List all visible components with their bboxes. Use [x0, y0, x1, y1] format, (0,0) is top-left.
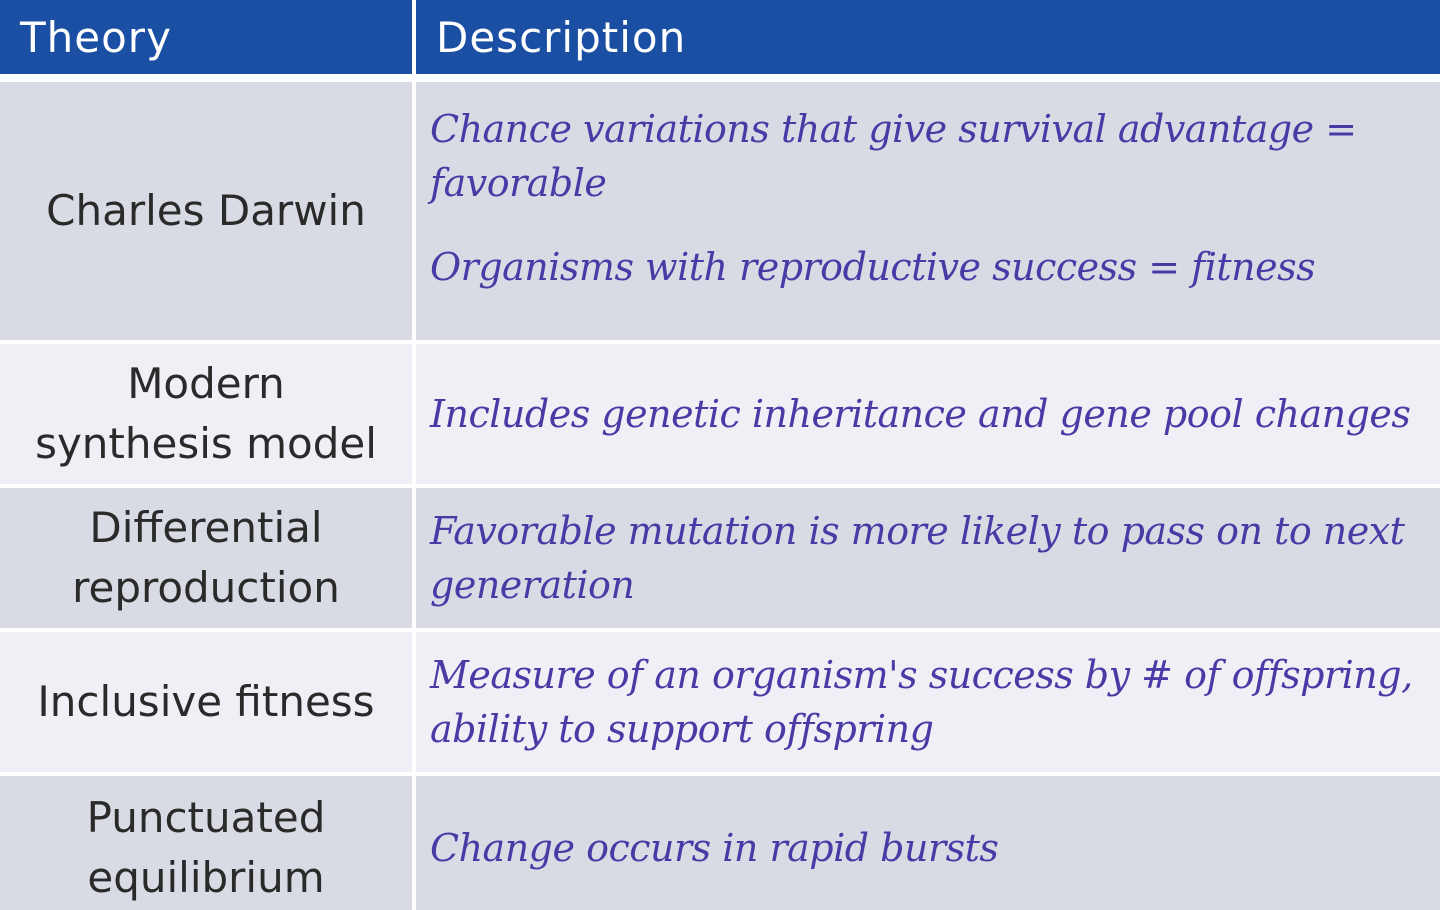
theory-label-line-1: Punctuated	[86, 793, 326, 842]
description-text: Change occurs in rapid bursts	[430, 826, 999, 870]
theory-label: Differential reproduction	[72, 498, 340, 618]
header-theory-label: Theory	[20, 12, 172, 62]
description-text: Includes genetic inheritance and gene po…	[430, 392, 1411, 436]
header-description-label: Description	[436, 12, 687, 62]
description-text: Favorable mutation is more likely to pas…	[430, 509, 1405, 607]
description-cell-charles-darwin: Chance variations that give survival adv…	[416, 82, 1440, 340]
description-text: Organisms with reproductive success = fi…	[430, 245, 1316, 289]
header-description: Description	[416, 0, 1440, 74]
theory-cell-charles-darwin: Charles Darwin	[0, 82, 412, 340]
theory-label: Charles Darwin	[46, 186, 366, 235]
description-text: Chance variations that give survival adv…	[430, 107, 1357, 205]
theory-label: Punctuated equilibrium	[87, 788, 326, 908]
theory-label: Modern synthesis model	[35, 354, 377, 474]
theory-cell-modern-synthesis: Modern synthesis model	[0, 344, 412, 484]
description-cell-modern-synthesis: Includes genetic inheritance and gene po…	[416, 344, 1440, 484]
theory-label-line-2: equilibrium	[87, 853, 325, 902]
theory-cell-differential-reproduction: Differential reproduction	[0, 488, 412, 628]
theory-label-line-1: Differential	[89, 503, 323, 552]
description-text: Measure of an organism's success by # of…	[430, 653, 1413, 751]
description-cell-differential-reproduction: Favorable mutation is more likely to pas…	[416, 488, 1440, 628]
theory-label-line-1: Modern	[127, 359, 285, 408]
theory-cell-punctuated-equilibrium: Punctuated equilibrium	[0, 776, 412, 910]
description-cell-punctuated-equilibrium: Change occurs in rapid bursts	[416, 776, 1440, 910]
header-theory: Theory	[0, 0, 412, 74]
theory-label-line-2: synthesis model	[35, 419, 377, 468]
description-cell-inclusive-fitness: Measure of an organism's success by # of…	[416, 632, 1440, 772]
theory-label-line-2: reproduction	[72, 563, 340, 612]
theory-cell-inclusive-fitness: Inclusive fitness	[0, 632, 412, 772]
theory-label: Inclusive fitness	[37, 677, 375, 726]
